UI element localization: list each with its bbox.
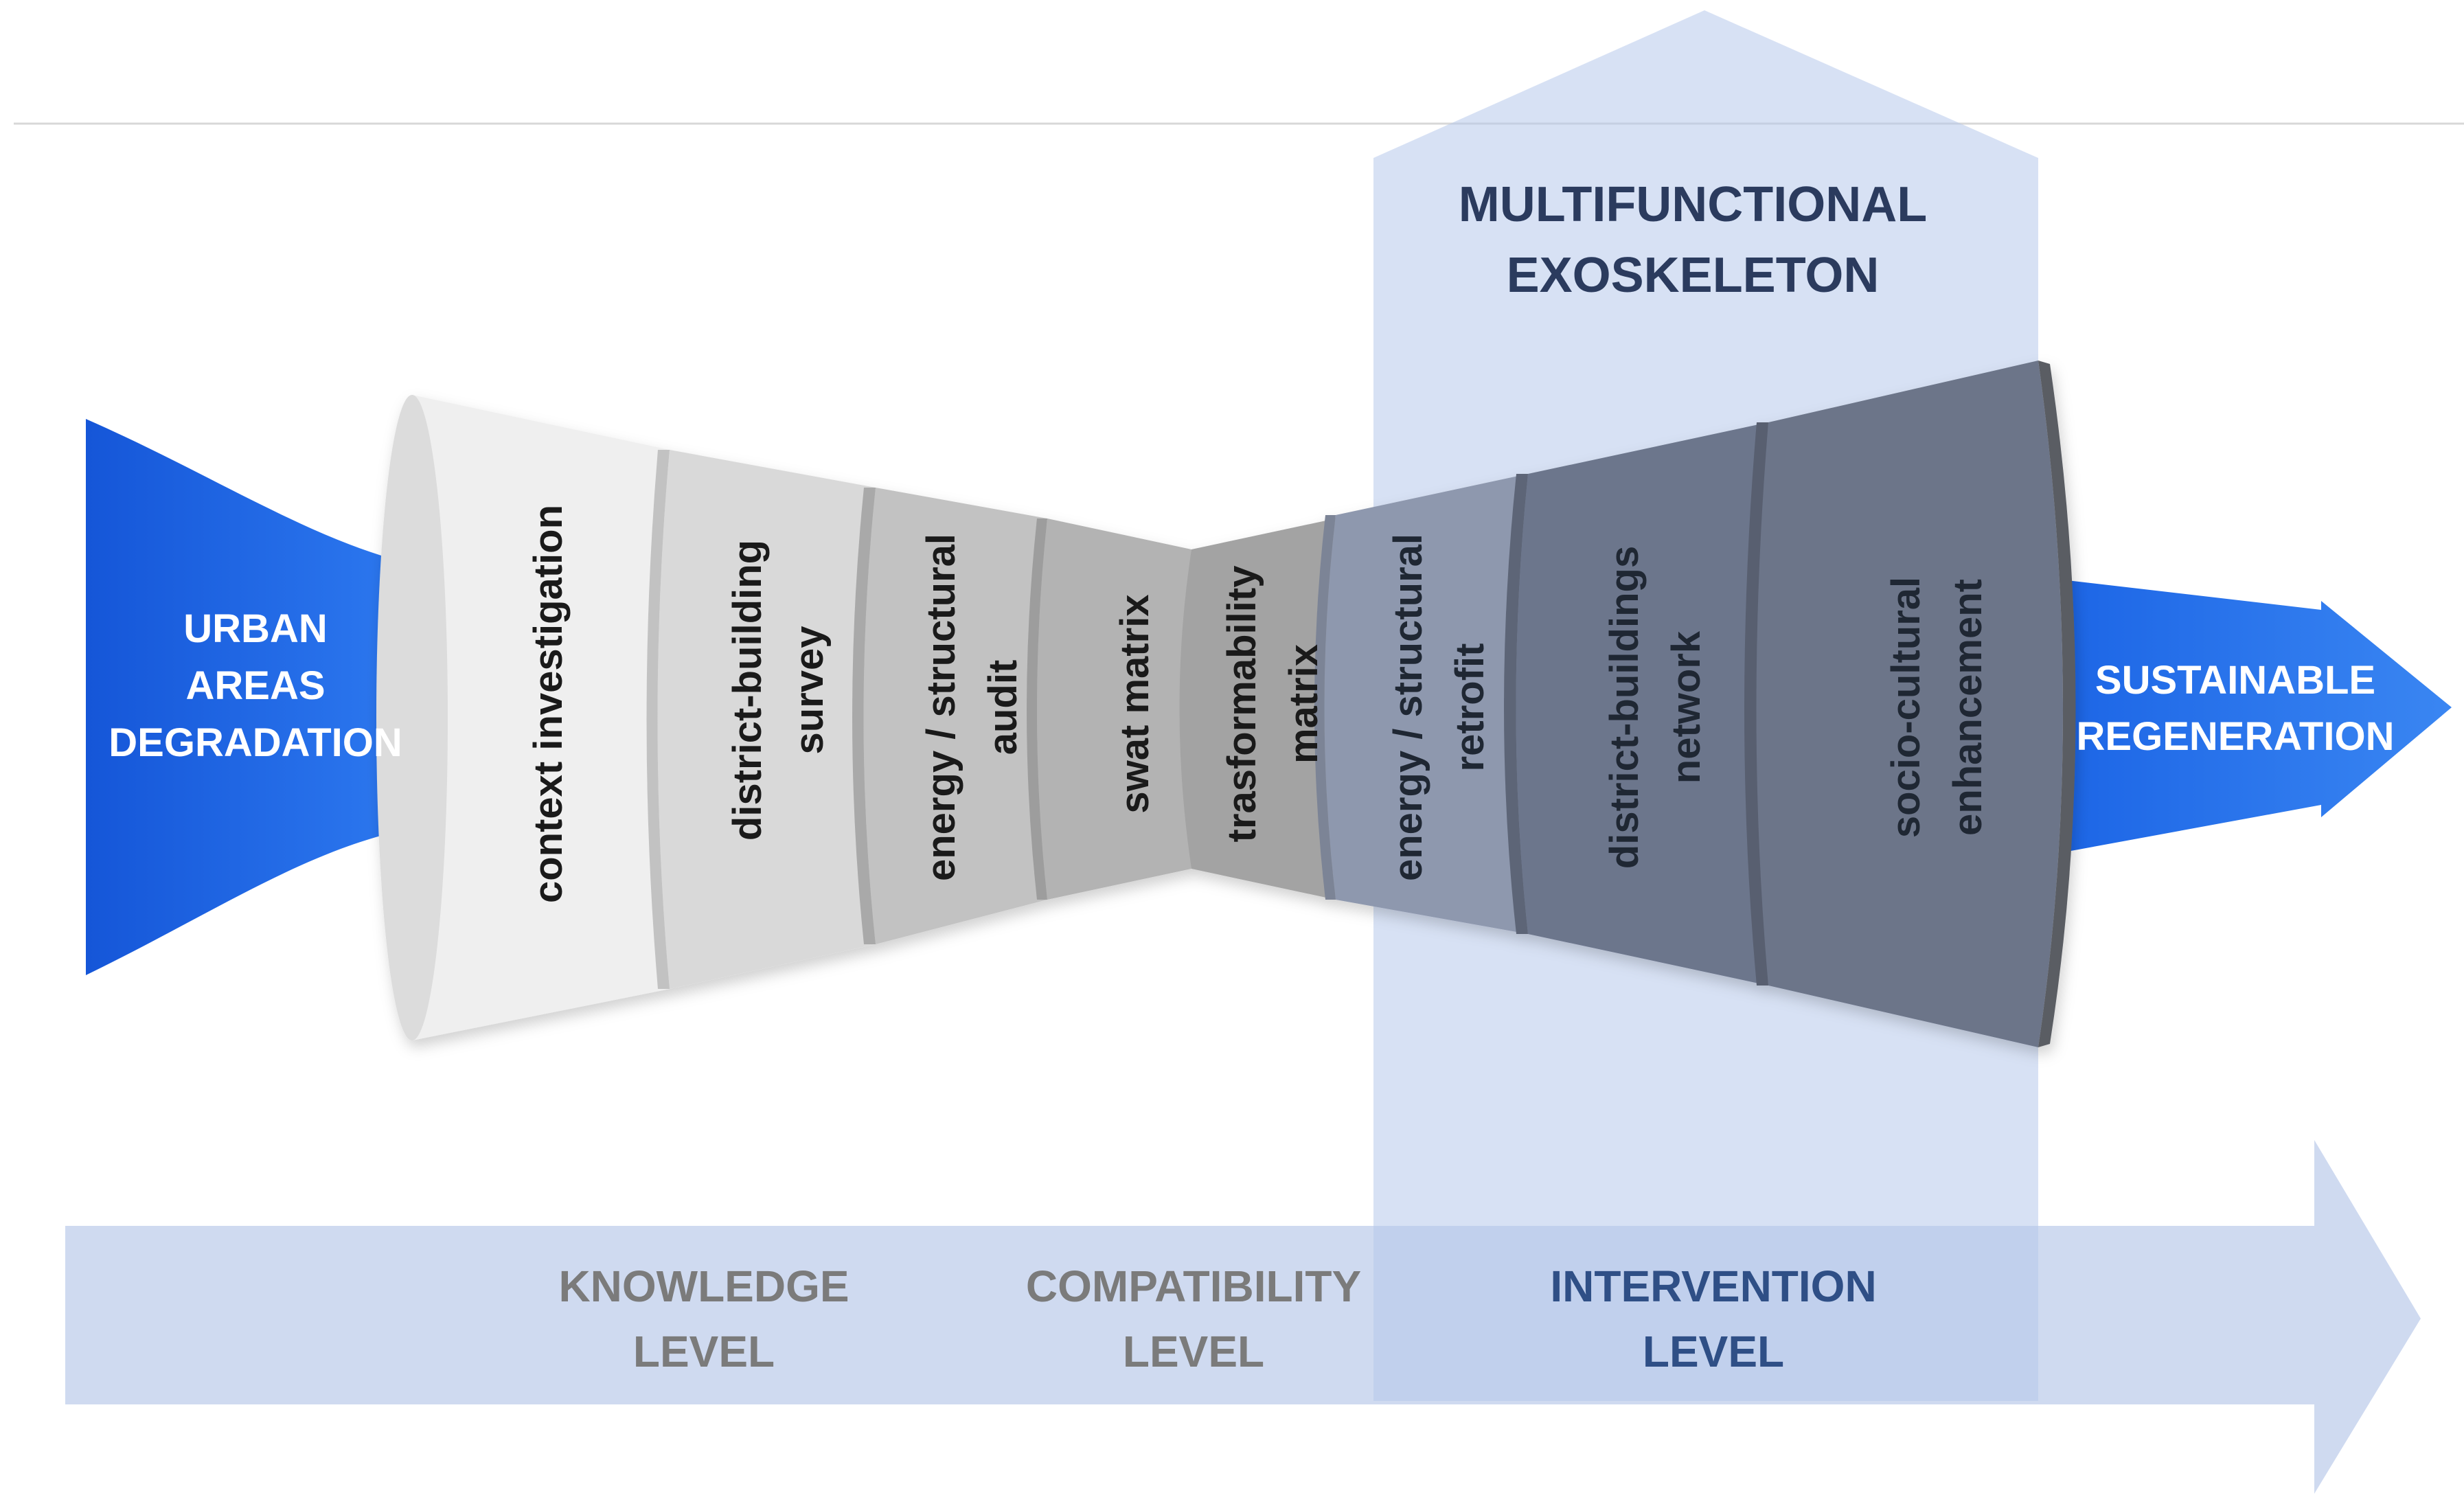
level-label-compatibility-line-1: COMPATIBILITY: [1026, 1262, 1361, 1311]
stage-label-7a: district-buildings: [1602, 546, 1647, 869]
funnel-segment-4: [1037, 519, 1191, 900]
output-label-line-1: SUSTAINABLE: [2095, 658, 2375, 703]
level-label-intervention-line-2: LEVEL: [1643, 1327, 1784, 1376]
input-label: URBAN AREAS DEGRADATION: [109, 606, 402, 765]
process-band-arrow: [65, 1140, 2421, 1494]
funnel-end-cap: [2038, 361, 2076, 1047]
stage-label-3b: audit: [981, 660, 1025, 755]
stage-label-6b: retrofit: [1448, 643, 1492, 772]
funnel-segment-6: [1324, 474, 1528, 934]
level-label-intervention: INTERVENTION LEVEL: [1550, 1262, 1876, 1376]
output-label-line-2: REGENERATION: [2077, 714, 2395, 759]
input-label-line-2: AREAS: [185, 663, 325, 708]
level-label-compatibility-line-2: LEVEL: [1123, 1327, 1264, 1376]
output-arrow-shape: [2067, 580, 2452, 852]
stage-label-6a: energy / structural: [1386, 534, 1430, 881]
level-label-knowledge-line-2: LEVEL: [633, 1327, 775, 1376]
exoskeleton-title-line-2: EXOSKELETON: [1507, 248, 1880, 303]
level-label-knowledge: KNOWLEDGE LEVEL: [558, 1262, 849, 1376]
input-label-line-3: DEGRADATION: [109, 720, 402, 765]
output-label: SUSTAINABLE REGENERATION: [2077, 658, 2395, 759]
stage-label-3a: energy / structural: [919, 534, 963, 881]
stage-label-5a: trasformability: [1220, 566, 1264, 843]
stage-label-8a: socio-cultural: [1884, 577, 1928, 838]
level-label-knowledge-line-1: KNOWLEDGE: [558, 1262, 849, 1311]
funnel: [376, 361, 2076, 1047]
input-funnel: [86, 419, 440, 975]
funnel-segment-8: [1756, 361, 2063, 1047]
stage-label-4: swat matrix: [1113, 594, 1157, 813]
stage-label-7b: network: [1664, 630, 1709, 784]
stage-label-1: context investigation: [526, 505, 571, 903]
funnel-rim: [376, 395, 448, 1040]
stage-label-8b: enhancement: [1946, 579, 1990, 836]
funnel-segment-1: [393, 395, 670, 1040]
stage-label-2b: survey: [787, 626, 832, 754]
input-label-line-1: URBAN: [183, 606, 327, 651]
funnel-segment-2: [657, 450, 876, 989]
stage-label-2a: district-building: [725, 540, 770, 841]
exoskeleton-title-line-1: MULTIFUNCTIONAL: [1459, 177, 1928, 232]
exoskeleton-title: MULTIFUNCTIONAL EXOSKELETON: [1459, 177, 1928, 303]
funnel-segment-3: [863, 488, 1047, 944]
stage-label-5b: matrix: [1281, 644, 1326, 764]
funnel-segment-7: [1516, 422, 1768, 985]
level-label-compatibility: COMPATIBILITY LEVEL: [1026, 1262, 1361, 1376]
level-label-intervention-line-1: INTERVENTION: [1550, 1262, 1876, 1311]
funnel-segment-5: [1179, 519, 1336, 900]
